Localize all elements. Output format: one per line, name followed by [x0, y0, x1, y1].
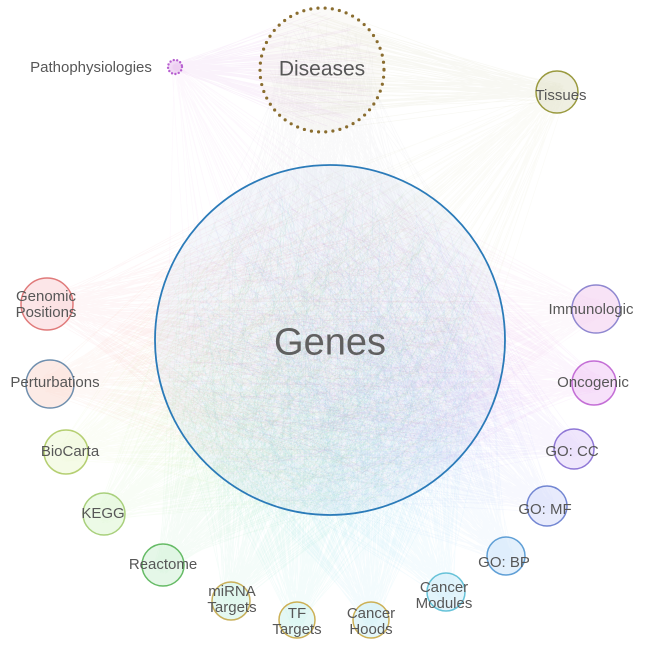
edge-bundle-oncogenic-genes: [163, 172, 604, 509]
edge-bundle-go_mf-genes: [171, 186, 557, 515]
edge-bundle-tf_targets-genes: [163, 180, 491, 627]
node-kegg[interactable]: [82, 492, 126, 536]
node-perturbations[interactable]: [25, 359, 75, 409]
edge-bundle-tissues-diseases: [262, 12, 566, 130]
node-mirna_targets[interactable]: [211, 581, 251, 621]
node-cancer_modules[interactable]: [426, 572, 466, 612]
edge-bundle-reactome-genes: [153, 175, 489, 575]
node-genomic_positions[interactable]: [20, 277, 74, 331]
edge-bundle-mirna_targets-genes: [177, 180, 494, 610]
node-reactome[interactable]: [141, 543, 185, 587]
edge-bundle-cancer_hoods-genes: [170, 172, 490, 628]
node-biocarta[interactable]: [43, 429, 89, 475]
node-genes[interactable]: [154, 164, 506, 516]
node-go_mf[interactable]: [526, 485, 568, 527]
node-diseases[interactable]: [258, 6, 386, 134]
node-go_bp[interactable]: [486, 536, 526, 576]
node-pathophysiologies[interactable]: [166, 58, 184, 76]
edge-bundle-go_cc-genes: [173, 179, 584, 500]
node-tf_targets[interactable]: [278, 601, 316, 639]
edge-bundle-pathophysiologies-diseases: [171, 11, 377, 127]
edge-bundle-go_bp-genes: [181, 176, 515, 565]
node-cancer_hoods[interactable]: [352, 601, 390, 639]
edge-bundle-cancer_modules-genes: [164, 181, 489, 601]
node-immunologic[interactable]: [571, 284, 621, 334]
edge-bundle-kegg-genes: [94, 181, 496, 524]
node-go_cc[interactable]: [553, 428, 595, 470]
edge-bundle-tissues-genes: [175, 83, 567, 504]
node-tissues[interactable]: [535, 70, 579, 114]
node-oncogenic[interactable]: [571, 360, 617, 406]
edge-bundle-biocarta-genes: [56, 174, 484, 508]
edge-bundle-immunologic-genes: [166, 173, 607, 508]
